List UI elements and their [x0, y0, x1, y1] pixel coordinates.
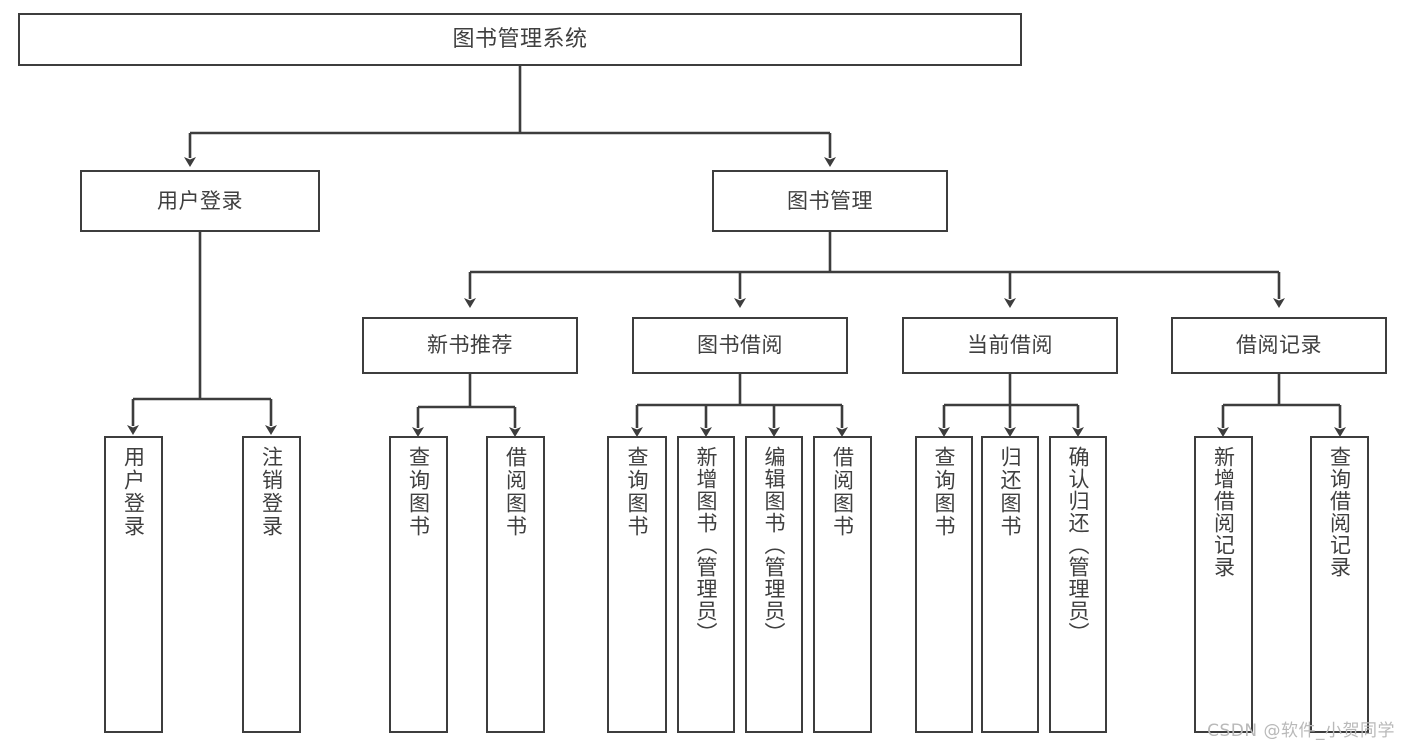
node-leaf-confirm-return-admin[interactable]: 确认归还（管理员） [1049, 436, 1107, 733]
node-leaf-borrow-book-new[interactable]: 借阅图书 [486, 436, 545, 733]
node-book-borrow-label: 图书借阅 [697, 333, 783, 358]
node-leaf-add-borrow-record[interactable]: 新增借阅记录 [1194, 436, 1253, 733]
node-leaf-user-login-label: 用户登录 [121, 446, 146, 538]
node-leaf-edit-book-admin[interactable]: 编辑图书（管理员） [745, 436, 803, 733]
node-leaf-confirm-return-admin-label: 确认归还（管理员） [1066, 446, 1091, 644]
node-leaf-user-login[interactable]: 用户登录 [104, 436, 163, 733]
node-leaf-add-book-admin[interactable]: 新增图书（管理员） [677, 436, 735, 733]
node-leaf-borrow-book[interactable]: 借阅图书 [813, 436, 872, 733]
node-new-book-recommend-label: 新书推荐 [427, 333, 513, 358]
node-leaf-return-book[interactable]: 归还图书 [981, 436, 1039, 733]
node-current-borrow[interactable]: 当前借阅 [902, 317, 1118, 374]
node-leaf-query-book-new[interactable]: 查询图书 [389, 436, 448, 733]
node-leaf-edit-book-admin-label: 编辑图书（管理员） [762, 446, 787, 644]
node-user-login[interactable]: 用户登录 [80, 170, 320, 232]
node-borrow-record-label: 借阅记录 [1236, 333, 1322, 358]
node-new-book-recommend[interactable]: 新书推荐 [362, 317, 578, 374]
node-leaf-logout-label: 注销登录 [259, 446, 284, 538]
node-leaf-add-borrow-record-label: 新增借阅记录 [1211, 446, 1236, 578]
node-borrow-record[interactable]: 借阅记录 [1171, 317, 1387, 374]
node-leaf-add-book-admin-label: 新增图书（管理员） [694, 446, 719, 644]
node-leaf-borrow-book-new-label: 借阅图书 [503, 446, 528, 538]
node-leaf-borrow-book-label: 借阅图书 [830, 446, 855, 538]
node-leaf-query-book-new-label: 查询图书 [406, 446, 431, 538]
node-leaf-query-borrow-record-label: 查询借阅记录 [1327, 446, 1352, 578]
node-book-management-label: 图书管理 [787, 188, 873, 213]
node-root-system[interactable]: 图书管理系统 [18, 13, 1022, 66]
node-book-management[interactable]: 图书管理 [712, 170, 948, 232]
node-current-borrow-label: 当前借阅 [967, 333, 1053, 358]
node-book-borrow[interactable]: 图书借阅 [632, 317, 848, 374]
node-leaf-logout[interactable]: 注销登录 [242, 436, 301, 733]
node-leaf-query-borrow-record[interactable]: 查询借阅记录 [1310, 436, 1369, 733]
node-leaf-query-book-current-label: 查询图书 [932, 446, 957, 538]
node-user-login-label: 用户登录 [157, 188, 243, 213]
node-leaf-query-book-borrow[interactable]: 查询图书 [607, 436, 667, 733]
node-leaf-query-book-current[interactable]: 查询图书 [915, 436, 973, 733]
watermark-text: CSDN @软件_小贺同学 [1207, 721, 1395, 741]
node-leaf-query-book-borrow-label: 查询图书 [625, 446, 650, 538]
node-leaf-return-book-label: 归还图书 [998, 446, 1023, 538]
node-root-system-label: 图书管理系统 [452, 26, 588, 52]
